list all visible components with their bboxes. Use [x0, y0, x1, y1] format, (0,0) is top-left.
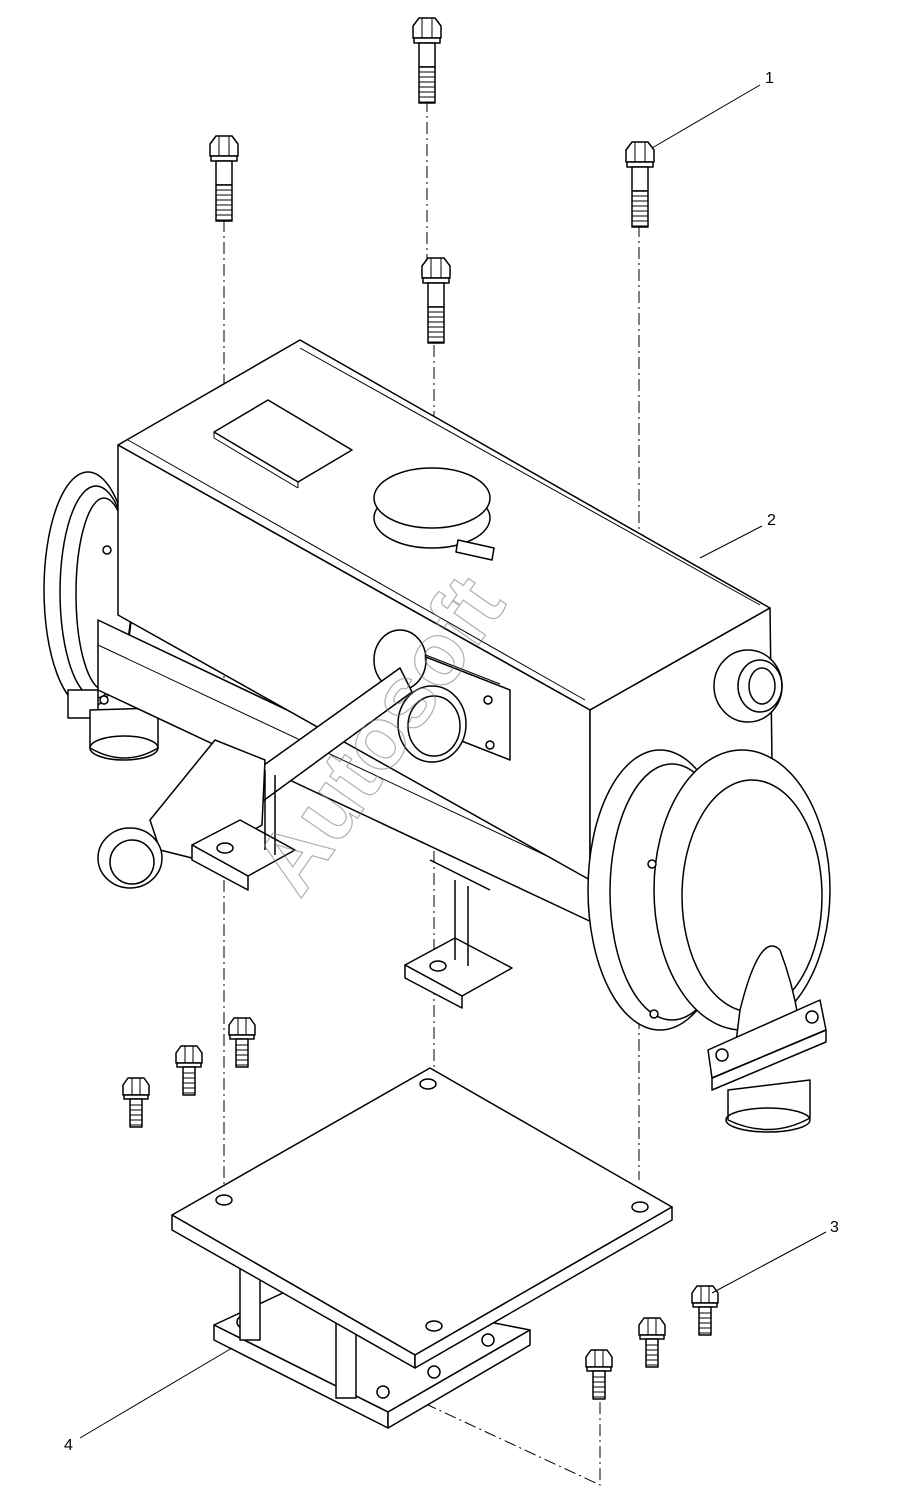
bolt-small-right-1 [691, 1285, 719, 1336]
callout-4: 4 [64, 1437, 73, 1454]
callout-3: 3 [830, 1219, 839, 1236]
callout-2: 2 [767, 512, 776, 529]
bolt-top-middle [421, 257, 451, 344]
bolt-top-left [209, 135, 239, 222]
bolt-small-left-1 [228, 1017, 256, 1068]
mounting-bracket [171, 1067, 673, 1429]
bolt-small-left-2 [175, 1045, 203, 1096]
callout-1: 1 [765, 70, 774, 87]
bolt-top-center [412, 17, 442, 104]
bolt-small-right-2 [638, 1317, 666, 1368]
bolt-small-right-3 [585, 1349, 613, 1400]
bolt-small-left-3 [122, 1077, 150, 1128]
heat-exchanger-unit [43, 339, 831, 1133]
bolt-top-right [625, 141, 655, 228]
leader-lines [79, 84, 827, 1439]
